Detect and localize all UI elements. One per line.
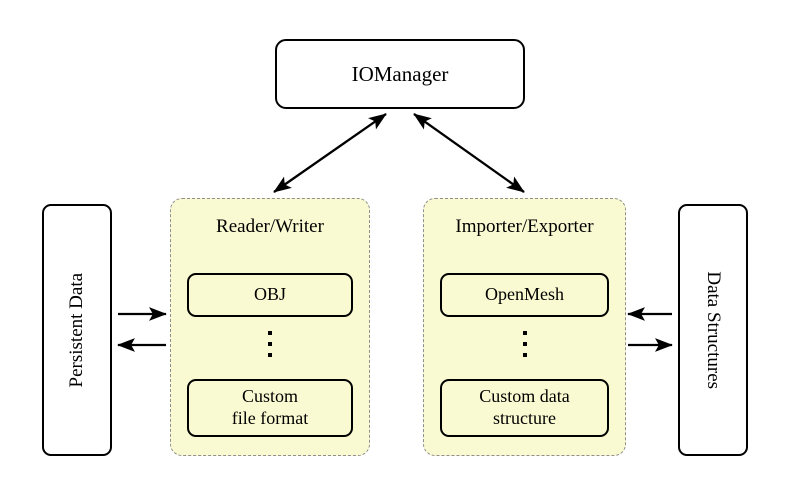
custom-structure-line-1: Custom data [479,386,570,407]
importer-exporter-item-openmesh-label: OpenMesh [485,284,564,305]
reader-writer-item-custom-format: Custom file format [187,379,353,437]
data-structures-node: Data Structures [678,204,748,456]
reader-writer-item-obj-label: OBJ [253,284,286,305]
importer-exporter-title: Importer/Exporter [455,216,594,237]
reader-writer-item-obj: OBJ [187,273,353,317]
reader-writer-title: Reader/Writer [216,216,324,237]
data-structures-label: Data Structures [703,271,725,389]
reader-writer-item-custom-format-label: Custom file format [232,386,308,430]
custom-format-line-1: Custom [241,386,298,407]
io-manager-node: IOManager [275,39,525,109]
importer-exporter-ellipsis-icon [424,331,625,357]
arrow-manager-reader-writer [273,113,387,193]
reader-writer-panel: Reader/Writer OBJ Custom file format [170,198,370,456]
custom-structure-line-2: structure [493,408,556,428]
importer-exporter-panel: Importer/Exporter OpenMesh Custom data s… [423,198,626,456]
arrow-manager-importer-exporter [413,113,525,193]
persistent-data-node: Persistent Data [42,204,112,456]
persistent-data-label: Persistent Data [65,272,87,388]
io-manager-label: IOManager [351,61,449,86]
importer-exporter-item-custom-structure-label: Custom data structure [479,386,570,430]
importer-exporter-item-custom-structure: Custom data structure [440,379,609,437]
reader-writer-ellipsis-icon [171,331,369,357]
importer-exporter-item-openmesh: OpenMesh [440,273,609,317]
custom-format-line-2: file format [231,408,309,428]
